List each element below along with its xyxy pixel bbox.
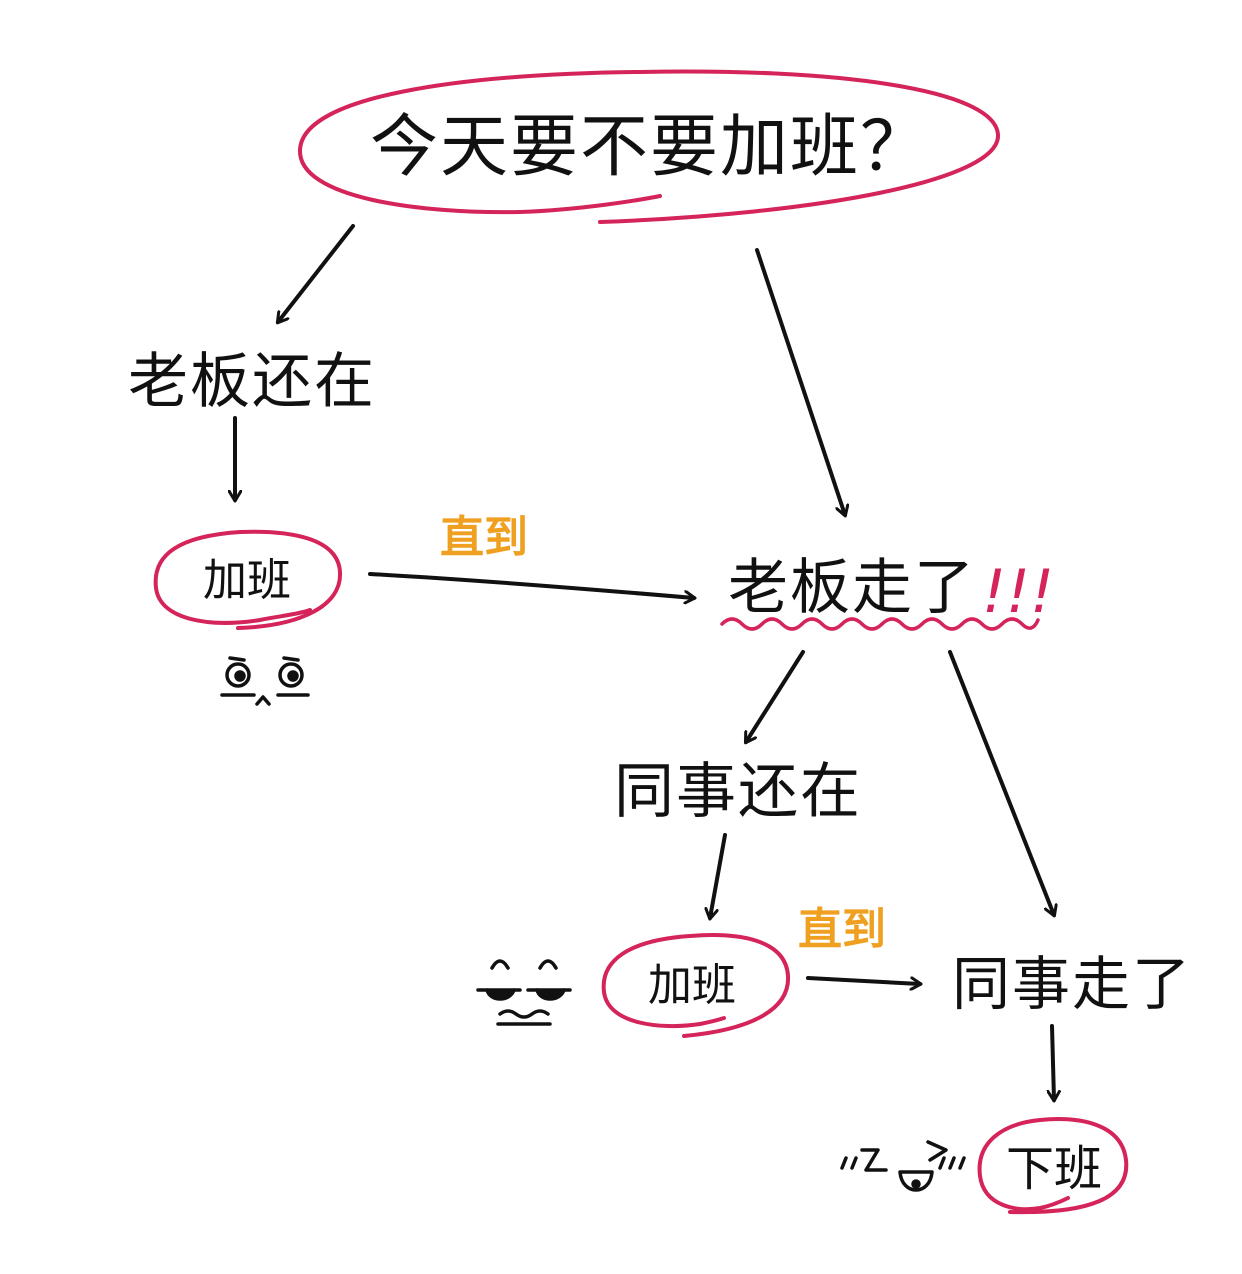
coworker-left-text: 同事走了 bbox=[952, 950, 1192, 1018]
arrow-boss-left-to-coworker-left bbox=[948, 650, 1054, 915]
question-node: 今天要不要加班？ bbox=[297, 69, 1001, 224]
shocked-eyes-face-icon bbox=[220, 656, 310, 706]
happy-laughing-face-icon bbox=[840, 1140, 966, 1192]
overtime-1-node: 加班 bbox=[153, 529, 343, 630]
question-ellipse bbox=[297, 69, 1001, 224]
off-work-text: 下班 bbox=[1006, 1141, 1102, 1197]
boss-left-wavy-underline bbox=[720, 617, 1040, 631]
arrow-question-to-boss-left bbox=[755, 248, 845, 515]
overtime-1-circle bbox=[153, 529, 343, 630]
boss-left-node: 老板走了 !!! bbox=[720, 553, 1054, 631]
overtime-2-node: 加班 bbox=[601, 933, 791, 1038]
arrow-boss-left-to-coworker-present bbox=[746, 650, 805, 742]
overtime-2-text: 加班 bbox=[648, 960, 736, 1011]
arrow-coworker-left-to-off-work bbox=[1052, 1024, 1054, 1100]
arrow-overtime-1-to-boss-left bbox=[368, 572, 694, 598]
sleepy-face-icon bbox=[476, 959, 572, 1026]
overtime-1-text: 加班 bbox=[203, 555, 291, 606]
boss-left-text: 老板走了 bbox=[728, 553, 976, 623]
coworker-present-text: 同事还在 bbox=[614, 757, 862, 827]
off-work-circle bbox=[977, 1117, 1129, 1215]
arrow-coworker-present-to-overtime-2 bbox=[710, 833, 727, 918]
boss-left-exclaim: !!! bbox=[982, 557, 1054, 627]
off-work-node: 下班 bbox=[977, 1117, 1129, 1215]
boss-present-text: 老板还在 bbox=[128, 347, 376, 417]
arrow-question-to-boss-present bbox=[278, 224, 355, 322]
overtime-2-circle bbox=[601, 933, 791, 1038]
until-2-label: 直到 bbox=[798, 904, 886, 955]
arrow-overtime-2-to-coworker-left bbox=[806, 976, 920, 984]
until-1-label: 直到 bbox=[440, 512, 528, 563]
question-text: 今天要不要加班？ bbox=[370, 108, 930, 187]
